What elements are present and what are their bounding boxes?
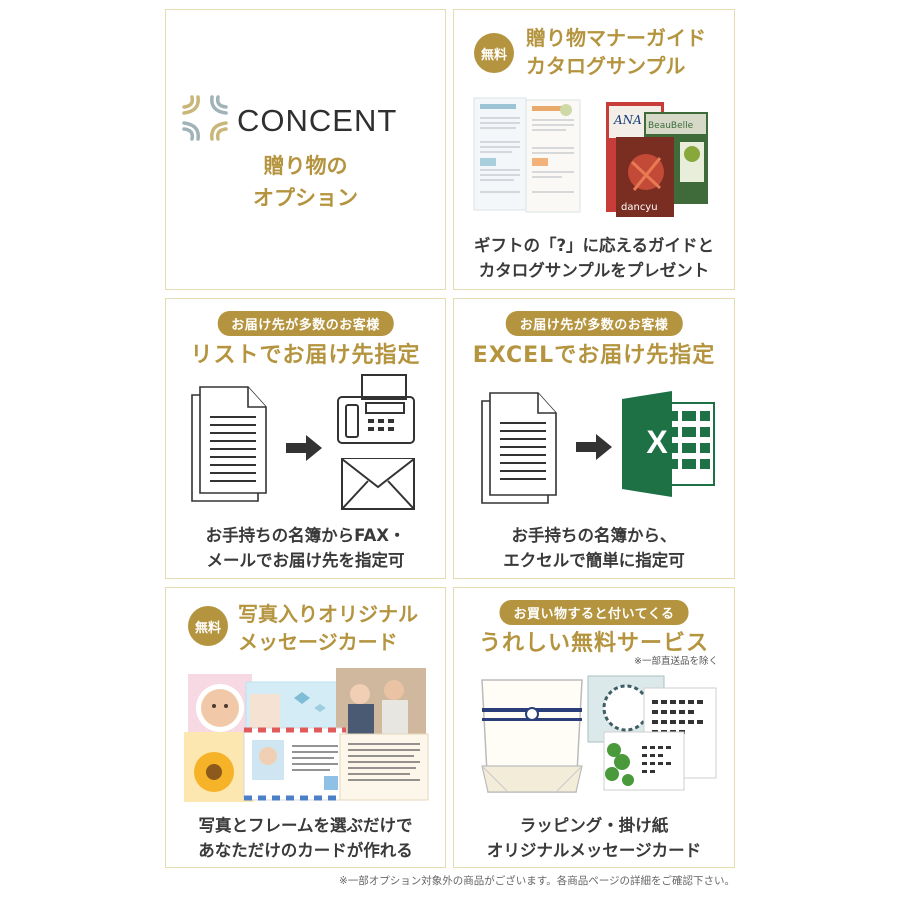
excel-title: EXCELでお届け先指定	[472, 343, 716, 368]
excel-delivery-card[interactable]: お届け先が多数のお客様 EXCELでお届け先指定	[453, 298, 735, 579]
list-fax-mail-diagram	[191, 374, 415, 510]
service-caption-line2: オリジナルメッセージカード	[486, 841, 702, 860]
message-card-icon	[587, 675, 717, 791]
arrow-right-icon	[576, 434, 612, 460]
manner-guide-icon	[473, 97, 581, 213]
fax-icon	[337, 374, 415, 444]
multi-recipient-pill: お届け先が多数のお客様	[217, 311, 394, 336]
svg-text:BeauBelle: BeauBelle	[648, 121, 694, 131]
arrow-right-icon	[286, 435, 322, 461]
photo-caption-line1: 写真とフレームを選ぶだけで	[198, 816, 413, 835]
mail-envelope-icon	[341, 458, 415, 510]
document-icon	[191, 386, 267, 502]
multi-recipient-pill: お届け先が多数のお客様	[505, 311, 683, 336]
excel-diagram	[481, 391, 715, 504]
gift-wrapping-icon	[481, 679, 583, 793]
concent-logo-icon	[182, 95, 228, 141]
guide-catalog-image: ANA BeauBelle dancyu	[473, 97, 708, 217]
footer-note: ※一部オプション対象外の商品がございます。各商品ページの詳細をご確認下さい。	[338, 875, 735, 887]
shopping-bonus-pill: お買い物すると付いてくる	[499, 600, 689, 625]
excel-caption-line2: エクセルで簡単に指定可	[503, 551, 685, 570]
brand-logo-text: CONCENT	[237, 103, 398, 138]
free-badge: 無料	[474, 33, 514, 73]
catalog-sample-icon: ANA BeauBelle dancyu	[606, 102, 708, 217]
list-caption-line2: メールでお届け先を指定可	[206, 551, 405, 570]
service-title: うれしい無料サービス	[478, 631, 709, 656]
list-title: リストでお届け先指定	[190, 343, 421, 368]
free-service-card[interactable]: お買い物すると付いてくる うれしい無料サービス ※一部直送品を除く	[453, 587, 735, 868]
wrapping-card-image	[481, 675, 717, 793]
photo-card-samples-image	[184, 668, 429, 802]
guide-caption-line2: カタログサンプルをプレゼント	[478, 261, 710, 280]
guide-title-line2: カタログサンプル	[526, 54, 686, 78]
list-delivery-card[interactable]: お届け先が多数のお客様 リストでお届け先指定	[165, 298, 446, 579]
photo-caption-line2: あなただけのカードが作れる	[198, 841, 413, 860]
free-badge: 無料	[188, 606, 228, 646]
photo-title-line1: 写真入りオリジナル	[238, 602, 418, 626]
document-icon	[481, 392, 557, 504]
photo-card-card[interactable]: 無料 写真入りオリジナル メッセージカード	[165, 587, 446, 868]
service-caption-line1: ラッピング・掛け紙	[519, 816, 669, 835]
brand-card: CONCENT 贈り物の オプション	[165, 9, 446, 290]
svg-text:dancyu: dancyu	[621, 202, 658, 213]
brand-subtitle-line2: オプション	[253, 186, 358, 210]
guide-card[interactable]: 無料 贈り物マナーガイド カタログサンプル	[453, 9, 735, 290]
excel-letter: X	[646, 424, 668, 460]
guide-caption-line1: ギフトの「?」に応えるガイドと	[473, 236, 715, 255]
guide-title-line1: 贈り物マナーガイド	[526, 26, 706, 50]
list-caption-line1: お手持ちの名簿からFAX・	[205, 526, 406, 545]
excel-icon	[622, 391, 715, 497]
service-note: ※一部直送品を除く	[634, 656, 718, 667]
excel-caption-line1: お手持ちの名簿から、	[511, 526, 677, 545]
svg-text:ANA: ANA	[613, 113, 642, 127]
photo-title-line2: メッセージカード	[238, 630, 398, 654]
brand-subtitle-line1: 贈り物の	[263, 154, 348, 178]
